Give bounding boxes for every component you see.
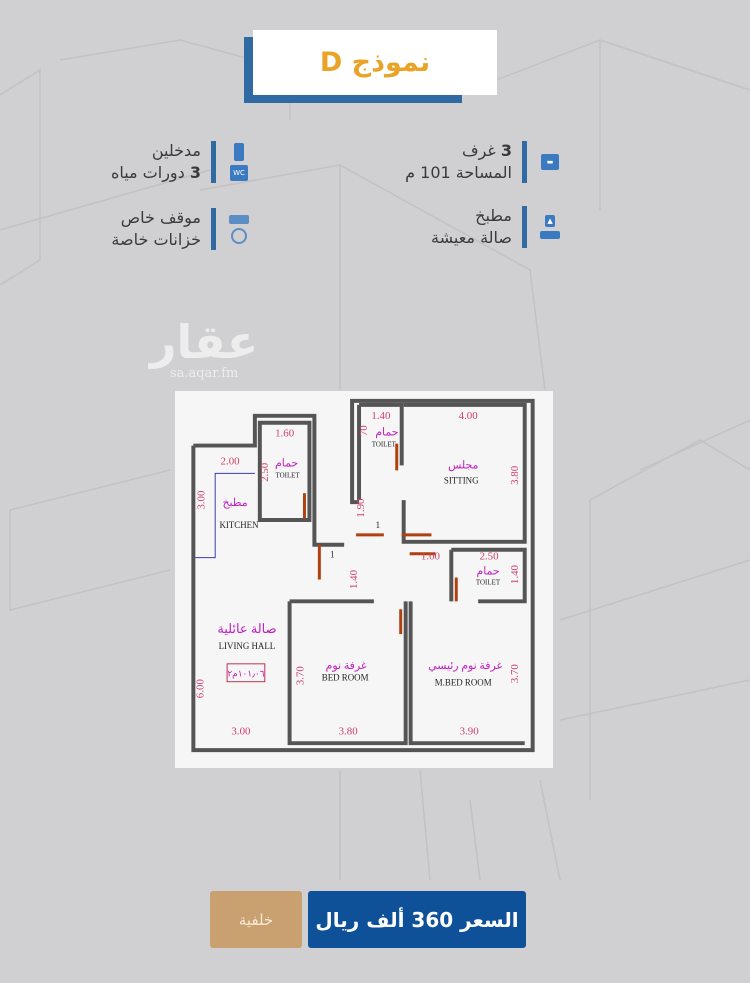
dim-label: 4.00 <box>459 410 479 422</box>
wc-count: 3 <box>189 163 201 182</box>
bed-icon: ▬ <box>541 154 559 170</box>
dim-label: 1.60 <box>275 428 295 440</box>
room-label: TOILET <box>372 441 397 449</box>
room-label: TOILET <box>476 578 501 586</box>
room-label: SITTING <box>444 475 479 485</box>
rooms-count: 3 <box>500 141 512 160</box>
plan-wall <box>449 547 527 604</box>
feature-entrances-wc: WC مدخلين 3 دورات مياه <box>111 140 252 184</box>
dim-label: 2.50 <box>259 462 271 482</box>
dim-label: 2.00 <box>221 455 241 467</box>
tanks-label: خزانات خاصة <box>111 230 201 249</box>
door-icon <box>234 143 244 161</box>
dim-label: 1.40 <box>509 564 521 584</box>
living-label: صالة معيشة <box>431 228 512 247</box>
dim-label: 3.00 <box>195 490 207 510</box>
dim-label: 1.40 <box>348 569 360 589</box>
page-title: نموذج D <box>319 47 431 78</box>
dim-label: 3.00 <box>231 725 251 737</box>
room-label: LIVING HALL <box>219 641 276 651</box>
dim-label: 3.80 <box>509 465 521 485</box>
area-tag-box <box>226 663 266 683</box>
car-icon <box>229 214 249 224</box>
room-label: BED ROOM <box>322 673 369 683</box>
rooms-label: غرف <box>461 141 496 160</box>
watermark-logo: عقار <box>150 315 259 369</box>
entrances-label: مدخلين <box>151 141 201 160</box>
water-tank-icon <box>231 227 247 244</box>
watermark-url: sa.aqar.fm <box>169 366 239 381</box>
door-label: 1 <box>376 520 380 530</box>
kitchen-counter <box>195 472 255 559</box>
wc-label: دورات مياه <box>110 163 185 182</box>
dim-label: 6.00 <box>194 679 206 699</box>
plan-wall <box>401 402 527 544</box>
floor-plan: 2.00 3.00 1.60 2.50 1.40 70 4.00 3.80 1.… <box>175 391 553 768</box>
feature-parking-tanks: موقف خاص خزانات خاصة <box>111 207 252 251</box>
door-label: 1 <box>330 550 334 560</box>
area-label: المساحة 101 م <box>405 163 512 182</box>
dim-label: 70 <box>358 425 370 436</box>
feature-rooms-area: ▬ 3 غرف المساحة 101 م <box>405 140 563 184</box>
dim-label: 3.70 <box>509 664 521 684</box>
feature-divider <box>522 206 527 248</box>
room-label-ar: حمام <box>375 427 398 439</box>
dim-label: 1.90 <box>355 498 367 518</box>
dim-label: 1.00 <box>421 551 441 563</box>
sofa-icon <box>540 231 560 239</box>
room-label-ar: غرفة نوم <box>326 660 367 672</box>
dim-label: 2.50 <box>479 551 499 563</box>
room-label-ar: مجلس <box>448 459 479 471</box>
room-label-ar: مطبخ <box>222 497 247 509</box>
dim-label: 1.40 <box>371 410 391 422</box>
room-label-ar: حمام <box>275 457 298 469</box>
room-label-ar: حمام <box>476 566 499 578</box>
room-label: M.BED ROOM <box>435 678 492 688</box>
dim-label: 3.70 <box>294 666 306 686</box>
plan-wall <box>257 420 312 522</box>
watermark: عقار sa.aqar.fm <box>150 318 258 381</box>
dim-label: 3.90 <box>460 725 480 737</box>
feature-divider <box>211 141 216 183</box>
room-label: TOILET <box>276 471 301 479</box>
plan-wall <box>357 402 404 501</box>
wc-icon: WC <box>230 165 248 181</box>
price-button[interactable]: السعر 360 ألف ريال <box>308 891 526 948</box>
dim-label: 3.80 <box>339 725 359 737</box>
title-box: نموذج D <box>253 30 497 95</box>
room-label-ar: صالة عائلية <box>217 622 276 636</box>
plan-wall <box>191 398 535 753</box>
area-tag: ١٠١٫٠٦م٢ <box>227 669 264 680</box>
kitchen-icon: ▲ <box>545 215 555 227</box>
kitchen-label: مطبخ <box>475 206 512 225</box>
plan-wall <box>287 599 525 746</box>
parking-label: موقف خاص <box>120 208 201 227</box>
feature-divider <box>522 141 527 183</box>
feature-divider <box>211 208 216 250</box>
room-label: KITCHEN <box>219 520 259 530</box>
feature-kitchen-living: ▲ مطبخ صالة معيشة <box>431 205 563 249</box>
room-label-ar: غرفة نوم رئيسي <box>428 660 502 672</box>
background-button[interactable]: خلفية <box>210 891 302 948</box>
